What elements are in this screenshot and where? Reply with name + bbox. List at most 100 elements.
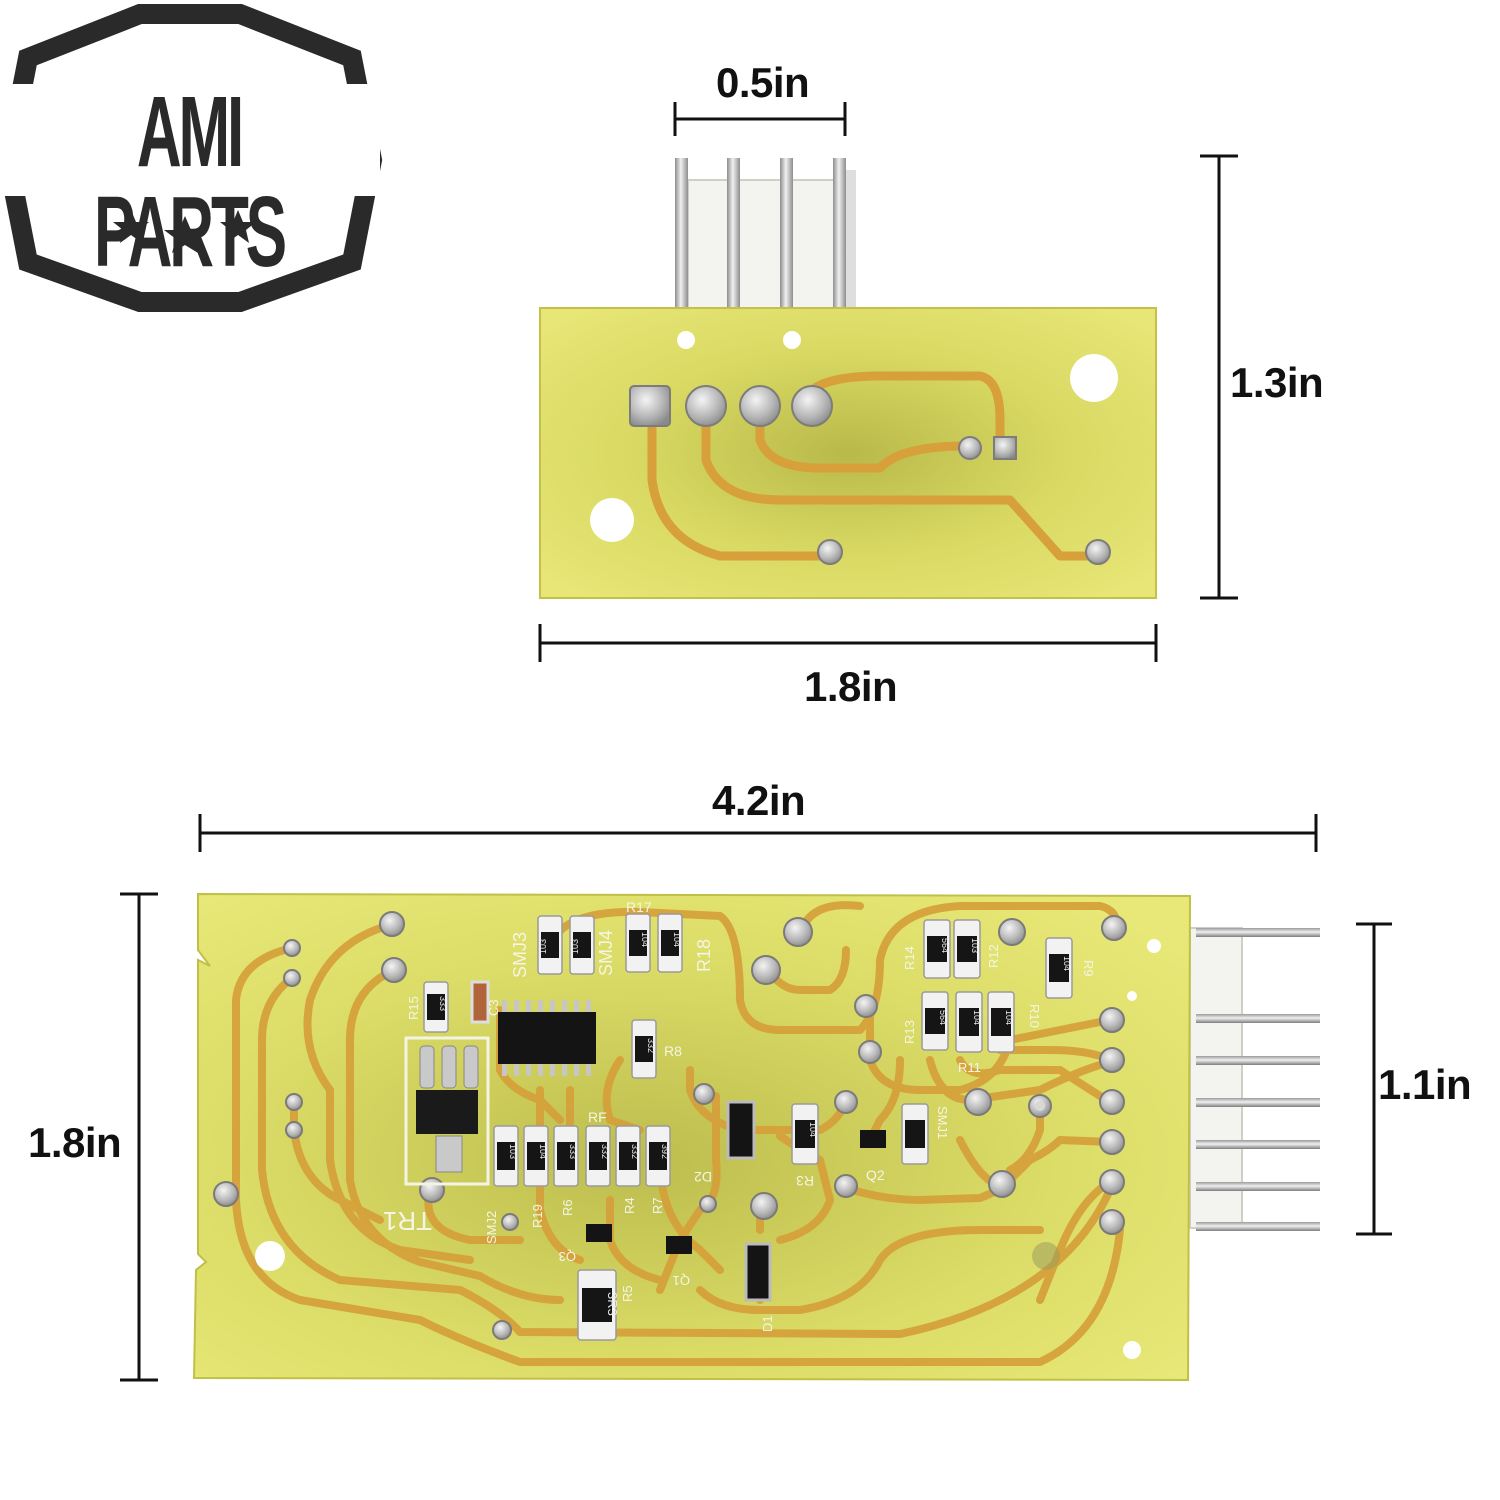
logo-brand-text: AMI PARTS bbox=[93, 76, 287, 288]
resistor-code: 392 bbox=[660, 1144, 670, 1159]
connector-width-label: 0.5in bbox=[716, 59, 810, 106]
large-board-pads bbox=[213, 911, 1127, 1340]
small-board-width-label: 1.8in bbox=[804, 663, 898, 710]
silk-r17: R17 bbox=[626, 899, 652, 915]
resistor-code: 564 bbox=[940, 938, 950, 953]
smd-resistors bbox=[423, 913, 1073, 1341]
semiconductors bbox=[470, 980, 886, 1302]
large-connector-pins bbox=[1196, 928, 1320, 1231]
silk-r12: R12 bbox=[986, 944, 1001, 968]
mounting-hole bbox=[1070, 354, 1118, 402]
resistor-code: 104 bbox=[972, 1010, 982, 1025]
large-board-width-label: 4.2in bbox=[712, 777, 806, 824]
silk-r4: R4 bbox=[622, 1197, 637, 1214]
mounting-hole bbox=[1127, 991, 1137, 1001]
brand-logo bbox=[0, 4, 383, 312]
resistor-code: 104 bbox=[538, 1144, 548, 1159]
large-board-connector bbox=[1189, 927, 1320, 1231]
silk-r7: R7 bbox=[650, 1197, 665, 1214]
diode-d1 bbox=[744, 1242, 772, 1302]
small-board-dimensions bbox=[538, 102, 1238, 662]
silk-rf: RF bbox=[588, 1109, 607, 1125]
hole-shadow bbox=[1032, 1242, 1060, 1270]
silk-q1: Q1 bbox=[673, 1273, 690, 1288]
mounting-hole bbox=[590, 498, 634, 542]
silk-r10: R10 bbox=[1027, 1004, 1042, 1028]
silk-smj4: SMJ4 bbox=[596, 930, 616, 976]
resistor-code: 103 bbox=[570, 939, 580, 954]
diode-d2 bbox=[726, 1100, 756, 1160]
regulator-tr1 bbox=[404, 1036, 490, 1186]
resistor-code: 103 bbox=[538, 939, 548, 954]
small-board-height-label: 1.3in bbox=[1230, 359, 1324, 406]
mounting-hole bbox=[255, 1241, 285, 1271]
silk-q2: Q2 bbox=[866, 1167, 885, 1183]
transistor-q3 bbox=[586, 1224, 612, 1242]
resistor-code: 332 bbox=[630, 1144, 640, 1159]
large-width-dimension bbox=[198, 814, 1318, 852]
silkscreen-labels: SMJ3 SMJ4 R17 R18 R15 C3 R8 RF TR1 SMJ2 … bbox=[383, 899, 1096, 1332]
ic-chip bbox=[498, 1000, 596, 1076]
silk-r15: R15 bbox=[406, 996, 421, 1020]
star-icon bbox=[164, 216, 206, 253]
resistor-code: 332 bbox=[600, 1144, 610, 1159]
silk-d2: D2 bbox=[694, 1169, 712, 1185]
mounting-hole bbox=[783, 331, 801, 349]
silk-r18: R18 bbox=[694, 939, 714, 972]
resistor-code: 332 bbox=[646, 1038, 656, 1053]
pin-span-dimension bbox=[1356, 922, 1392, 1236]
transistor-q2 bbox=[860, 1130, 886, 1148]
silk-r11: R11 bbox=[958, 1060, 981, 1075]
small-board-connector bbox=[675, 158, 856, 313]
silk-r14: R14 bbox=[902, 946, 917, 970]
capacitor-c3 bbox=[470, 980, 490, 1024]
silk-r6: R6 bbox=[560, 1199, 575, 1216]
silk-r3: R3 bbox=[796, 1173, 814, 1189]
resistor-code: 104 bbox=[808, 1122, 818, 1137]
resistor-code: 3R3 bbox=[605, 1292, 620, 1316]
silk-smj1: SMJ1 bbox=[935, 1106, 950, 1139]
resistor-code: 104 bbox=[672, 932, 682, 947]
small-board-traces bbox=[647, 371, 1103, 561]
transistor-q1 bbox=[666, 1236, 692, 1254]
resistor-code: 104 bbox=[640, 932, 650, 947]
mounting-hole bbox=[677, 331, 695, 349]
small-width-dimension bbox=[538, 624, 1158, 662]
silk-r13: R13 bbox=[902, 1020, 917, 1044]
large-height-dimension bbox=[120, 892, 158, 1382]
small-connector-pins bbox=[675, 158, 846, 308]
pin-span-label: 1.1in bbox=[1378, 1061, 1472, 1108]
large-board-holes bbox=[255, 939, 1161, 1359]
silk-r19: R19 bbox=[530, 1204, 545, 1228]
large-board-dimensions bbox=[120, 814, 1392, 1382]
logo-text-band bbox=[0, 84, 380, 196]
star-icon bbox=[220, 210, 256, 243]
resistor-code: 333 bbox=[568, 1144, 578, 1159]
resistor-code: 103 bbox=[508, 1144, 518, 1159]
resistor-code: 104 bbox=[1004, 1010, 1014, 1025]
mounting-hole bbox=[1123, 1341, 1141, 1359]
connector-width-dimension bbox=[673, 102, 847, 136]
silk-smj3: SMJ3 bbox=[510, 932, 530, 978]
silk-smj2: SMJ2 bbox=[484, 1211, 499, 1244]
resistor-codes: 103 103 104 104 333 332 103 104 333 332 … bbox=[438, 932, 1072, 1316]
silk-r9: R9 bbox=[1081, 960, 1096, 977]
silk-d1: D1 bbox=[760, 1315, 775, 1332]
large-board-height-label: 1.8in bbox=[28, 1119, 122, 1166]
small-board bbox=[539, 158, 1157, 599]
star-icon bbox=[113, 210, 149, 243]
small-height-dimension bbox=[1200, 154, 1238, 600]
large-board: SMJ3 SMJ4 R17 R18 R15 C3 R8 RF TR1 SMJ2 … bbox=[192, 892, 1320, 1382]
silk-q3: Q3 bbox=[559, 1249, 576, 1264]
silk-c3: C3 bbox=[486, 999, 501, 1016]
silk-r5: R5 bbox=[620, 1285, 635, 1302]
silk-tr1: TR1 bbox=[383, 1206, 432, 1236]
resistor-code: 333 bbox=[438, 996, 448, 1011]
resistor-code: 564 bbox=[938, 1010, 948, 1025]
small-board-pads bbox=[629, 385, 1111, 565]
resistor-code: 104 bbox=[1062, 956, 1072, 971]
mounting-hole bbox=[1147, 939, 1161, 953]
silk-r8: R8 bbox=[664, 1043, 682, 1059]
resistor-code: 103 bbox=[970, 938, 980, 953]
